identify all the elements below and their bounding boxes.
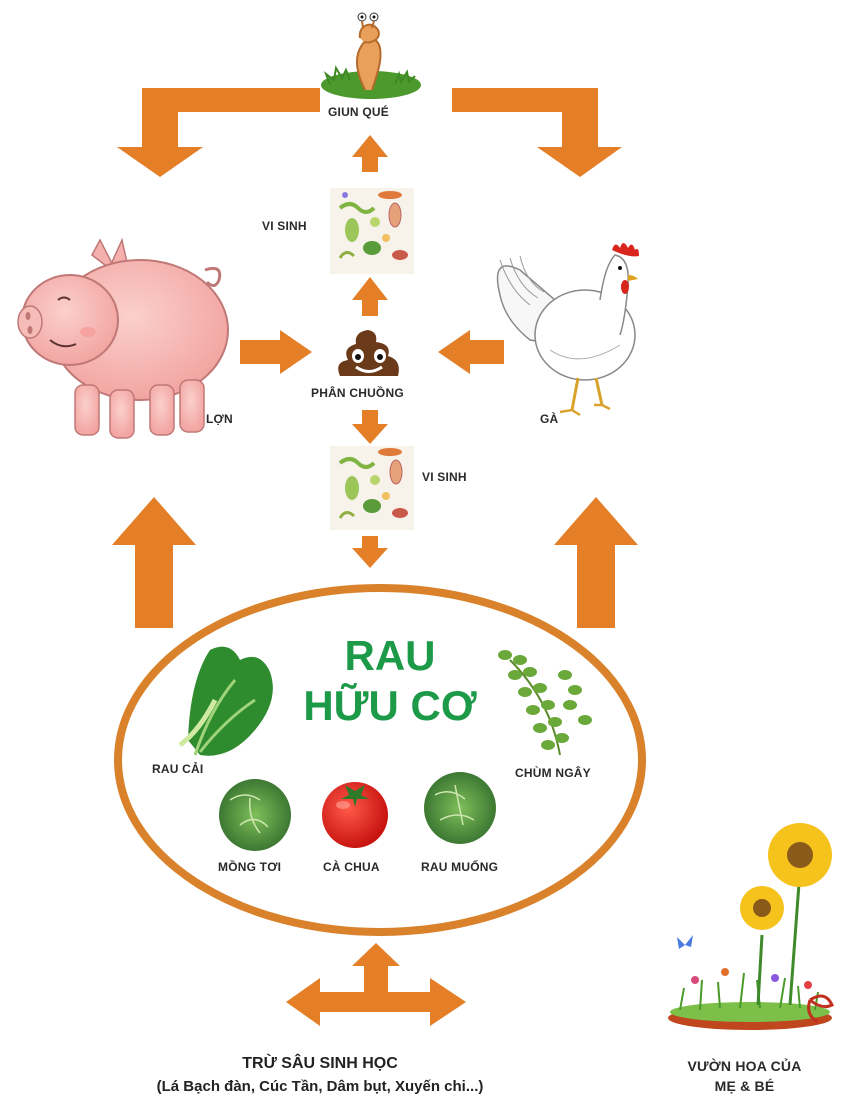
microbe-panel-top [330,188,414,274]
chicken-illustration [498,243,640,415]
arrow-manure-to-microbe [352,277,388,316]
label-phan-chuong: PHÂN CHUỒNG [311,386,404,400]
arrow-manure-to-microbe-down [352,410,388,444]
arrow-worm-to-pig [117,88,320,177]
garden-label-line2: MẸ & BÉ [672,1078,817,1094]
label-vi-sinh-top: VI SINH [262,219,307,233]
label-chum-ngay: CHÙM NGÂY [515,766,591,780]
label-rau-muong: RAU MUỐNG [421,860,498,874]
arrow-worm-to-chicken [452,88,622,177]
arrow-pesticide-double [286,943,466,1026]
flower-garden-illustration [668,823,832,1030]
label-ca-chua: CÀ CHUA [323,860,380,874]
pesticide-title: TRỪ SÂU SINH HỌC [0,1055,640,1073]
arrow-vegetables-to-pig [112,497,196,628]
label-ga: GÀ [540,412,558,426]
arrow-pig-to-manure [240,330,312,374]
label-lon: LỢN [206,412,233,426]
manure-icon [338,330,399,376]
title-line2: HỮU CƠ [285,684,495,728]
title-line1: RAU [320,634,460,678]
pig-illustration [18,240,228,438]
rau-muong-illustration [424,772,496,844]
label-mong-toi: MỒNG TƠI [218,860,281,874]
earthworm-illustration [321,13,421,99]
pesticide-subtitle: (Lá Bạch đàn, Cúc Tần, Dâm bụt, Xuyến ch… [0,1078,640,1095]
label-giun-que: GIUN QUÉ [328,105,389,119]
arrow-microbe-to-worm [352,135,388,172]
label-rau-cai: RAU CẢI [152,762,203,776]
arrow-microbe-to-vegetables [352,536,388,568]
arrow-chicken-to-manure [438,330,504,374]
mong-toi-illustration [219,779,291,851]
garden-label-line1: VƯỜN HOA CỦA [672,1058,817,1074]
ca-chua-illustration [322,782,388,848]
label-vi-sinh-bottom: VI SINH [422,470,467,484]
microbe-panel-bottom [330,446,414,530]
arrow-vegetables-to-chicken [554,497,638,628]
